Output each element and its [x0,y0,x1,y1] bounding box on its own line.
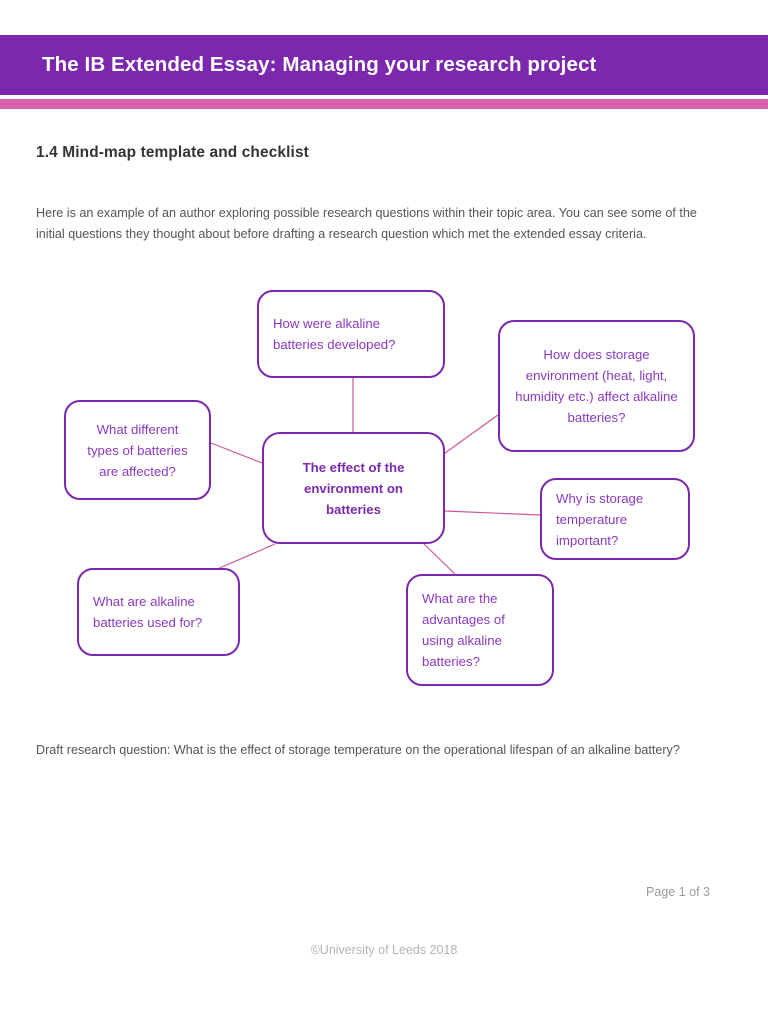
connector-center-to-what-are-used-for [214,543,276,571]
page-number: Page 1 of 3 [646,885,710,899]
mindmap-node-what-are-the-advantages: What are the advantages of using alkalin… [406,574,554,686]
mindmap-node-label: Why is storage temperature important? [556,490,644,548]
draft-research-question: Draft research question: What is the eff… [36,743,680,757]
header-accent-band [0,99,768,109]
connector-center-to-what-different [210,442,263,464]
mindmap-node-why-is-storage-temperature: Why is storage temperature important? [540,478,690,560]
connector-center-to-why-is-storage [444,510,541,516]
mind-map-connector-lines [210,378,541,575]
copyright-notice: ©University of Leeds 2018 [310,943,458,957]
section-heading: 1.4 Mind-map template and checklist [36,144,309,161]
page-title: The IB Extended Essay: Managing your res… [42,53,597,76]
mindmap-node-label: How were alkaline batteries developed? [273,316,396,352]
mindmap-node-how-were-developed: How were alkaline batteries developed? [257,290,445,378]
mindmap-node-label: What are alkaline batteries used for? [93,594,203,630]
mindmap-node-label: How does storage environment (heat, ligh… [515,347,678,425]
mind-map-diagram: How were alkaline batteries developed? Ho… [0,275,768,705]
mindmap-central-node: The effect of the environment on batteri… [262,432,445,544]
mindmap-node-label: What different types of batteries are af… [87,421,188,479]
connector-center-to-what-advantages [423,543,456,575]
intro-paragraph: Here is an example of an author explorin… [36,206,697,241]
mindmap-node-label: The effect of the environment on batteri… [302,459,405,517]
mindmap-node-what-different-types: What different types of batteries are af… [64,400,211,500]
mindmap-node-how-does-storage-environment: How does storage environment (heat, ligh… [498,320,695,452]
page-header-band: The IB Extended Essay: Managing your res… [0,35,768,95]
mindmap-node-what-are-alkaline-used-for: What are alkaline batteries used for? [77,568,240,656]
connector-center-to-how-does-storage [444,414,499,454]
mindmap-node-label: What are the advantages of using alkalin… [422,591,505,669]
